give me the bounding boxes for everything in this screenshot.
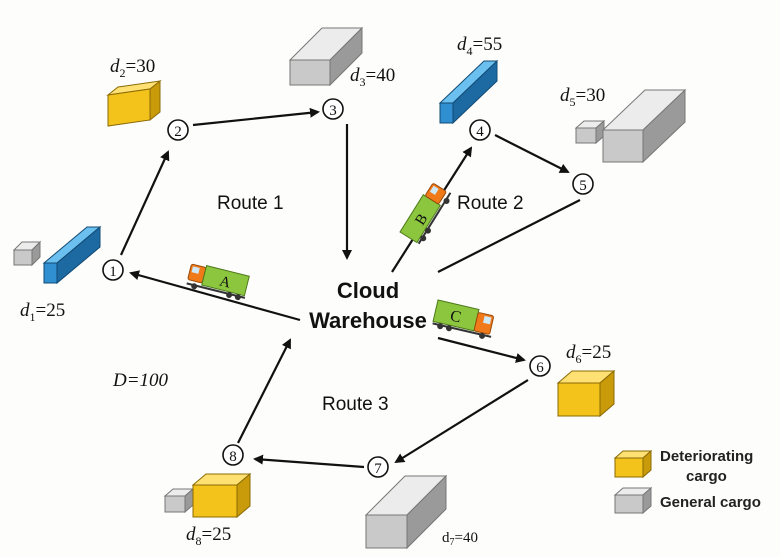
route-3-label: Route 3 (322, 394, 389, 415)
demand-label-node-3: d3=40 (350, 65, 395, 89)
legend-deteriorating-line-2: cargo (686, 468, 727, 485)
edge-8-to-warehouse (237, 338, 291, 444)
edge-7-to-8 (253, 454, 365, 469)
cargo-boxes (12, 26, 687, 550)
cargo-box-node-1 (12, 225, 102, 285)
truck-a: A (186, 263, 250, 301)
route-2-label: Route 2 (457, 193, 524, 214)
node-1-number: 1 (109, 264, 117, 280)
node-2-number: 2 (174, 124, 182, 140)
node-4-number: 4 (476, 124, 484, 140)
demand-label-node-2: d2=30 (110, 56, 155, 80)
truck-b: B (399, 183, 452, 245)
node-3: 3 (322, 98, 344, 120)
demand-label-node-6: d6=25 (566, 342, 611, 366)
demand-label-node-7: d7=40 (442, 530, 478, 548)
truck-c-label: C (449, 307, 463, 326)
cargo-box-node-4 (438, 59, 499, 125)
cargo-box-node-3 (288, 26, 364, 87)
node-4: 4 (469, 119, 491, 141)
legend-item-deteriorating: Deteriorating cargo (613, 448, 753, 485)
cloud-warehouse: Cloud Warehouse (309, 278, 427, 333)
node-6: 6 (529, 355, 551, 377)
customer-nodes: 1 2 3 4 5 6 7 8 (102, 98, 594, 478)
demand-label-node-4: d4=55 (457, 34, 502, 58)
node-8-number: 8 (229, 449, 237, 465)
legend: Deteriorating cargo General cargo (613, 448, 761, 515)
legend-deteriorating-line-1: Deteriorating (660, 448, 753, 465)
node-2: 2 (167, 119, 189, 141)
cargo-box-node-2 (106, 79, 162, 127)
demand-label-node-5: d5=30 (560, 85, 605, 109)
cargo-box-node-7 (364, 474, 448, 550)
warehouse-label-line-2: Warehouse (309, 308, 427, 333)
edge-4-to-5 (494, 134, 570, 173)
legend-item-general: General cargo (613, 486, 761, 515)
edge-2-to-3 (192, 107, 320, 127)
node-3-number: 3 (329, 103, 337, 119)
edge-6-to-7 (394, 379, 529, 464)
node-5: 5 (572, 173, 594, 195)
node-1: 1 (102, 259, 124, 281)
vehicle-capacity-label: D=100 (112, 370, 169, 391)
node-6-number: 6 (536, 360, 544, 376)
node-7-number: 7 (374, 461, 382, 477)
warehouse-label-line-1: Cloud (337, 278, 399, 303)
cargo-box-node-6 (556, 369, 616, 418)
truck-a-label: A (218, 274, 233, 292)
legend-general-label: General cargo (660, 494, 761, 511)
edge-5-to-warehouse (437, 199, 581, 273)
node-7: 7 (367, 456, 389, 478)
demand-label-node-1: d1=25 (20, 300, 65, 324)
edge-1-to-2 (119, 150, 170, 256)
node-5-number: 5 (579, 178, 587, 194)
cargo-box-node-5 (574, 88, 687, 164)
demand-labels: d1=25 d2=30 d3=40 d4=55 d5=30 d6=25 d7=4… (20, 34, 611, 548)
truck-c: C (432, 299, 494, 339)
edge-warehouse-to-6 (437, 336, 526, 363)
edge-warehouse-to-1 (129, 270, 301, 322)
demand-label-node-8: d8=25 (186, 524, 231, 548)
node-8: 8 (222, 444, 244, 466)
cargo-box-node-8 (163, 472, 252, 519)
route-1-label: Route 1 (217, 193, 284, 214)
